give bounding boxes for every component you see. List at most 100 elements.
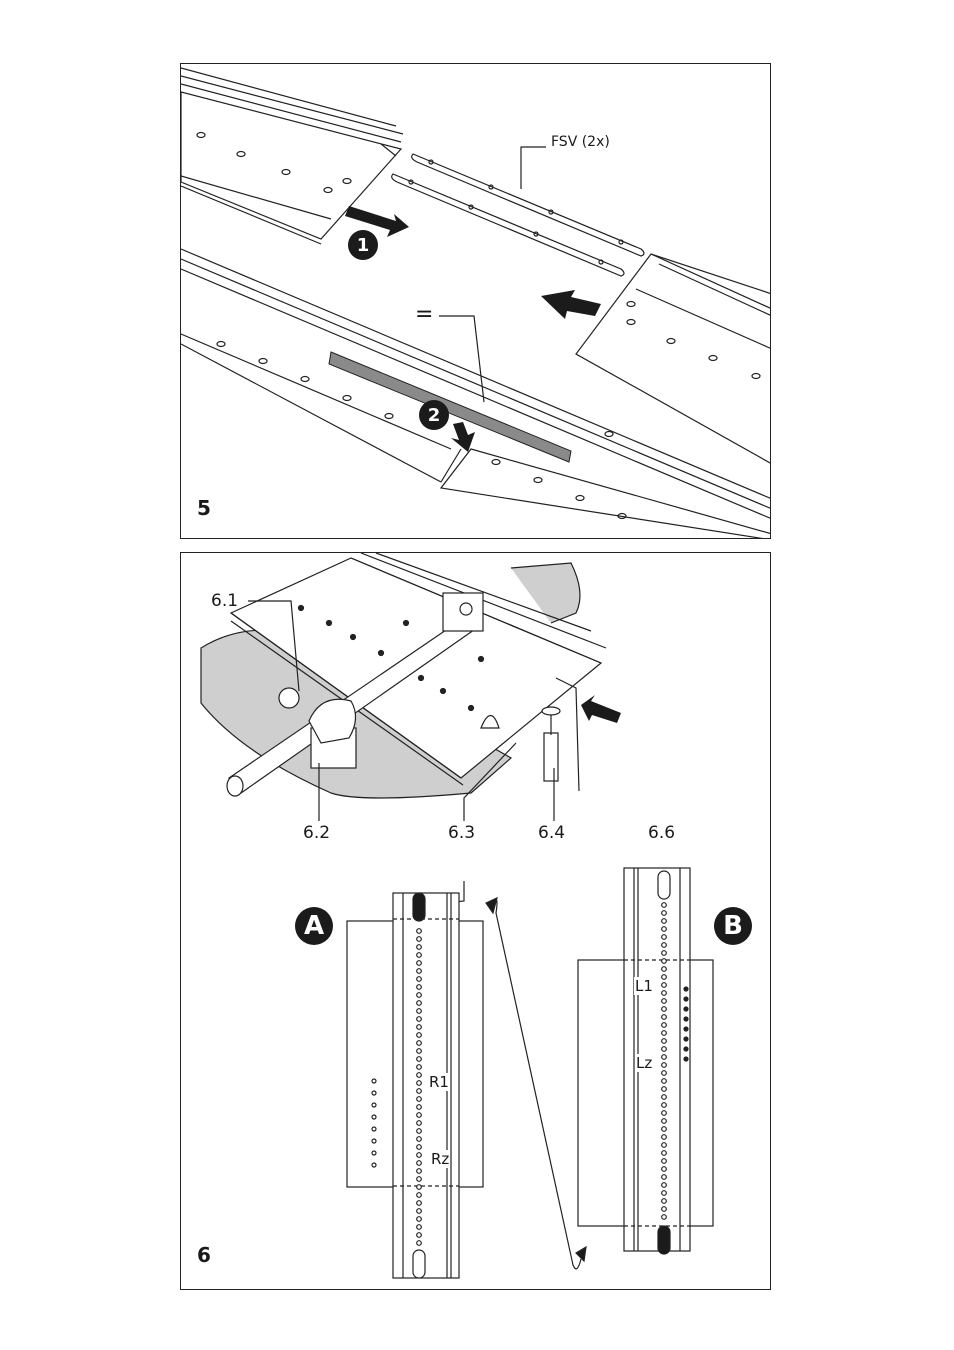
figure-number-6: 6 xyxy=(197,1243,211,1267)
drill-hole-marker xyxy=(417,1041,422,1046)
drill-hole-marker xyxy=(662,983,667,988)
drill-hole-marker xyxy=(417,1177,422,1182)
drill-hole-marker xyxy=(417,969,422,974)
drill-hole-marker xyxy=(662,1127,667,1132)
drill-hole-marker xyxy=(662,1031,667,1036)
drill-hole-marker xyxy=(662,1015,667,1020)
drill-hole-marker xyxy=(662,935,667,940)
drill-hole-marker xyxy=(417,1065,422,1070)
drill-hole-marker xyxy=(662,1215,667,1220)
drill-hole-marker xyxy=(417,985,422,990)
drill-hole-marker xyxy=(417,1145,422,1150)
drill-hole-marker xyxy=(417,1185,422,1190)
drill-hole-marker xyxy=(662,959,667,964)
label-lz: Lz xyxy=(635,1054,653,1072)
drill-hole-marker xyxy=(662,1079,667,1084)
drill-hole-marker xyxy=(662,951,667,956)
drill-hole-marker xyxy=(662,1111,667,1116)
label-r1: R1 xyxy=(428,1073,450,1091)
drill-hole-marker xyxy=(417,937,422,942)
drill-hole-marker xyxy=(662,975,667,980)
drill-hole-marker xyxy=(417,1169,422,1174)
drill-hole-marker xyxy=(417,1017,422,1022)
drill-hole-marker xyxy=(417,1057,422,1062)
drill-hole-marker xyxy=(417,1121,422,1126)
drill-hole-marker xyxy=(417,1097,422,1102)
drill-hole-marker xyxy=(417,977,422,982)
drill-hole-marker xyxy=(417,1081,422,1086)
drill-hole-marker xyxy=(417,1233,422,1238)
drill-hole-marker xyxy=(662,967,667,972)
drill-hole-marker xyxy=(417,1209,422,1214)
drill-hole-marker xyxy=(662,999,667,1004)
drill-hole-marker xyxy=(662,1071,667,1076)
drill-hole-marker xyxy=(662,1007,667,1012)
label-6-1: 6.1 xyxy=(211,591,238,611)
drill-hole-marker xyxy=(662,911,667,916)
drill-hole-marker xyxy=(662,1023,667,1028)
drill-hole-marker xyxy=(417,1089,422,1094)
drill-hole-marker xyxy=(417,961,422,966)
drill-hole-marker xyxy=(417,1241,422,1246)
drill-hole-marker xyxy=(662,1087,667,1092)
drill-hole-marker xyxy=(417,929,422,934)
drill-hole-marker xyxy=(662,1039,667,1044)
drill-hole-marker xyxy=(417,1113,422,1118)
drill-hole-marker xyxy=(417,1217,422,1222)
drill-hole-marker xyxy=(662,991,667,996)
drill-hole-marker xyxy=(417,1025,422,1030)
label-6-3: 6.3 xyxy=(448,823,475,843)
drill-hole-marker xyxy=(662,1159,667,1164)
drill-hole-marker xyxy=(662,919,667,924)
drill-hole-marker xyxy=(662,943,667,948)
label-rz: Rz xyxy=(430,1150,450,1168)
label-6-2: 6.2 xyxy=(303,823,330,843)
drill-hole-marker xyxy=(662,1135,667,1140)
drill-hole-marker xyxy=(662,1199,667,1204)
drill-hole-marker xyxy=(417,993,422,998)
rail-joining-illustration xyxy=(181,64,771,539)
drill-hole-marker xyxy=(662,927,667,932)
drill-hole-marker xyxy=(662,1103,667,1108)
drill-hole-marker xyxy=(417,1193,422,1198)
drill-hole-marker xyxy=(662,1119,667,1124)
drill-hole-marker xyxy=(417,1033,422,1038)
drill-hole-marker xyxy=(662,1047,667,1052)
drill-hole-marker xyxy=(662,1143,667,1148)
drill-hole-marker xyxy=(417,1153,422,1158)
drill-hole-marker xyxy=(662,1207,667,1212)
figure-6-panel: 6.1 6.2 6.3 6.4 6.6 A B R1 Rz L1 Lz 6 xyxy=(180,552,771,1290)
drill-hole-marker xyxy=(417,1009,422,1014)
figure-number-5: 5 xyxy=(197,496,211,520)
label-6-6: 6.6 xyxy=(648,823,675,843)
drill-hole-marker xyxy=(662,903,667,908)
drill-hole-marker xyxy=(417,1049,422,1054)
drill-hole-marker xyxy=(417,1129,422,1134)
drill-hole-marker xyxy=(417,1073,422,1078)
label-6-4: 6.4 xyxy=(538,823,565,843)
drill-hole-marker xyxy=(417,1161,422,1166)
label-l1: L1 xyxy=(634,977,654,995)
variant-a-badge: A xyxy=(295,907,333,945)
drill-hole-marker xyxy=(417,1137,422,1142)
drill-hole-marker xyxy=(417,945,422,950)
drill-hole-marker xyxy=(417,1105,422,1110)
drill-jig-illustration xyxy=(181,553,771,1290)
drill-hole-marker xyxy=(417,1201,422,1206)
drill-hole-marker xyxy=(662,1055,667,1060)
equal-sign-label: = xyxy=(415,302,433,327)
fsv-label: FSV (2x) xyxy=(551,134,610,150)
drill-hole-marker xyxy=(662,1151,667,1156)
drill-hole-marker xyxy=(662,1191,667,1196)
figure-5-panel: FSV (2x) = 1 2 5 xyxy=(180,63,771,539)
drill-hole-marker xyxy=(417,1001,422,1006)
drill-hole-marker xyxy=(662,1175,667,1180)
drill-hole-marker xyxy=(417,953,422,958)
step-2-badge: 2 xyxy=(419,400,449,430)
variant-b-badge: B xyxy=(714,907,752,945)
step-1-badge: 1 xyxy=(348,230,378,260)
drill-hole-marker xyxy=(662,1183,667,1188)
drill-hole-marker xyxy=(417,1225,422,1230)
drill-hole-marker xyxy=(662,1167,667,1172)
drill-hole-marker xyxy=(662,1095,667,1100)
